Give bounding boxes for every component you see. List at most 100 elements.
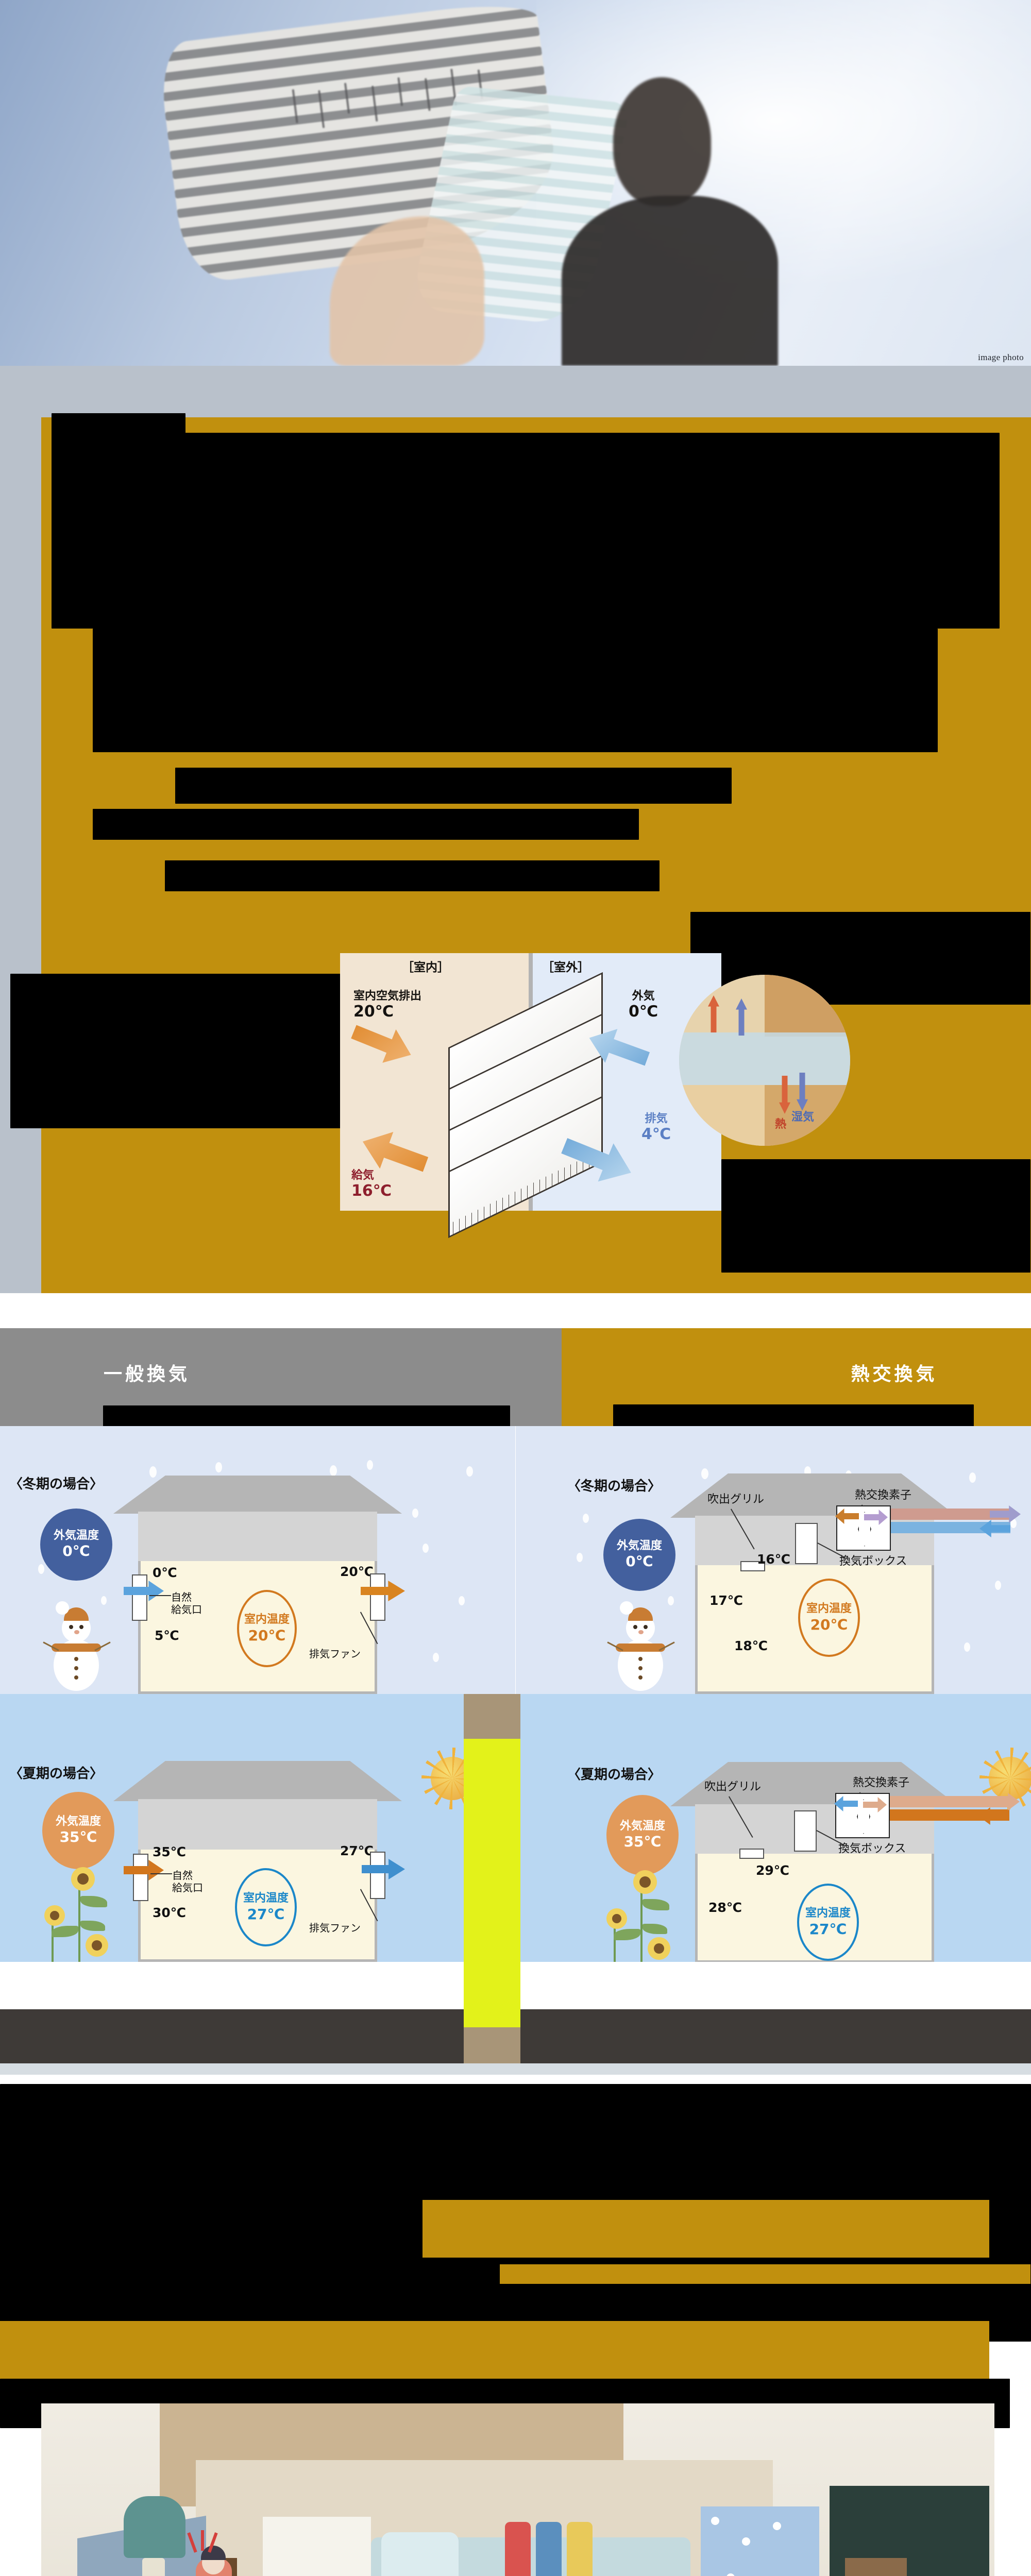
heat-exchange-element-diagram: ［室内］ ［室外］ 室内空気排出 20℃ 外気 0℃ 排気 4℃ 給気 16℃ bbox=[340, 953, 721, 1239]
duct-supply bbox=[891, 1522, 1010, 1533]
outside-temp-label: 外気温度 bbox=[616, 1539, 662, 1552]
winter-heatex-element-name: 熱交換素子 bbox=[855, 1489, 912, 1502]
outside-temp-value: 0℃ bbox=[626, 1553, 653, 1570]
redacted-body-4 bbox=[93, 809, 639, 840]
ventilation-box bbox=[794, 1810, 817, 1852]
outside-temp-label: 外気温度 bbox=[53, 1529, 99, 1542]
outdoor-label: ［室外］ bbox=[542, 961, 589, 974]
summer-heatex-outside-temp-bubble: 外気温度 35℃ bbox=[606, 1795, 679, 1875]
heat-exchange-element bbox=[836, 1505, 891, 1551]
winter-general-diagram: 〈冬期の場合〉 外気温度 0℃ bbox=[0, 1426, 515, 1694]
snowman-icon bbox=[40, 1596, 112, 1691]
exhaust-text: 排気 bbox=[645, 1112, 668, 1125]
inlet-name-line2: 給気口 bbox=[171, 1603, 202, 1616]
redacted-body-1 bbox=[52, 433, 1000, 629]
room-temp-value: 20℃ bbox=[810, 1616, 848, 1634]
divider-yellow-block bbox=[464, 1739, 520, 2027]
outside-air-text: 外気 bbox=[632, 990, 655, 1003]
summer-general-inlet-name: 自然 給気口 bbox=[172, 1869, 203, 1894]
exhaust-fan-unit bbox=[370, 1852, 385, 1899]
indoor-exhaust-temp: 20℃ bbox=[353, 1002, 394, 1021]
summer-heatex-mid-temp: 28℃ bbox=[708, 1900, 742, 1915]
exhaust-fan-unit bbox=[370, 1573, 385, 1621]
room-temp-label: 室内温度 bbox=[244, 1613, 290, 1626]
summer-heatex-diagram: 〈夏期の場合〉 外気温度 35℃ bbox=[516, 1694, 1031, 1962]
summer-general-drop-temp: 30℃ bbox=[153, 1905, 187, 1920]
winter-general-drop-temp: 5℃ bbox=[155, 1628, 179, 1643]
inlet-name-line1: 自然 bbox=[171, 1591, 192, 1603]
redacted-body-6 bbox=[10, 974, 371, 1128]
winter-general-room-temp-oval: 室内温度 20℃ bbox=[237, 1590, 297, 1667]
room-temp-label: 室内温度 bbox=[806, 1602, 852, 1615]
winter-heatex-low-temp: 18℃ bbox=[734, 1638, 768, 1653]
outside-temp-value: 35℃ bbox=[59, 1828, 97, 1846]
room-illustration bbox=[41, 2403, 994, 2576]
supply-grill bbox=[740, 1561, 765, 1571]
summer-heatex-box-name: 換気ボックス bbox=[838, 1842, 906, 1855]
winter-general-inlet-temp: 0℃ bbox=[153, 1565, 177, 1580]
inlet-name-line2: 給気口 bbox=[172, 1882, 203, 1894]
facet-1 bbox=[679, 975, 765, 1037]
outside-temp-value: 0℃ bbox=[62, 1543, 90, 1560]
winter-heatex-box-name: 換気ボックス bbox=[839, 1555, 907, 1568]
supply-label: 給気 16℃ bbox=[351, 1169, 392, 1199]
arrow-humidity-up bbox=[736, 998, 747, 1036]
indoor-label: ［室内］ bbox=[402, 961, 449, 974]
room-temp-value: 27℃ bbox=[809, 1921, 847, 1938]
exhaust-temp: 4℃ bbox=[641, 1125, 671, 1143]
summer-heatex-supply-temp: 29℃ bbox=[756, 1863, 790, 1878]
summer-general-room-temp-oval: 室内温度 27℃ bbox=[235, 1868, 297, 1946]
winter-general-outlet-temp: 20℃ bbox=[340, 1564, 374, 1579]
summer-heatex-room-temp-oval: 室内温度 27℃ bbox=[797, 1884, 859, 1961]
facet-4 bbox=[679, 1085, 765, 1146]
winter-heatex-grill-name: 吹出グリル bbox=[707, 1493, 765, 1506]
summer-general-inlet-temp: 35℃ bbox=[153, 1844, 187, 1859]
house-outline bbox=[113, 1476, 402, 1694]
gold-highlight-2 bbox=[500, 2264, 1030, 2284]
summer-general-fan-name: 排気ファン bbox=[309, 1922, 361, 1934]
divider-top-block bbox=[464, 1694, 520, 1739]
facet-5 bbox=[765, 1085, 850, 1146]
natural-inlet-vent bbox=[132, 1574, 147, 1621]
exhaust-label: 排気 4℃ bbox=[641, 1112, 671, 1143]
snowman-icon bbox=[604, 1596, 677, 1691]
outside-temp-label: 外気温度 bbox=[619, 1819, 665, 1833]
pale-strip bbox=[0, 2063, 1031, 2075]
outside-temp-value: 35℃ bbox=[623, 1833, 662, 1851]
supply-grill bbox=[739, 1849, 764, 1859]
room-scene-section bbox=[0, 2009, 1031, 2576]
gold-highlight-1 bbox=[422, 2200, 989, 2258]
gold-panel bbox=[10, 413, 1031, 1293]
hero-photo: image photo bbox=[0, 0, 1031, 366]
winter-heatex-season-tag: 〈冬期の場合〉 bbox=[567, 1479, 662, 1494]
redacted-body-5 bbox=[165, 860, 660, 891]
summer-heatex-element-name: 熱交換素子 bbox=[853, 1776, 910, 1789]
indoor-exhaust-text: 室内空気排出 bbox=[353, 990, 422, 1003]
natural-inlet-vent bbox=[133, 1854, 148, 1901]
winter-heatex-diagram: 〈冬期の場合〉 外気温度 0℃ bbox=[516, 1426, 1031, 1694]
heat-exchange-element bbox=[835, 1793, 890, 1838]
outside-air-label: 外気 0℃ bbox=[629, 990, 658, 1020]
winter-comparison-row: 〈冬期の場合〉 外気温度 0℃ bbox=[0, 1426, 1031, 1694]
summer-general-season-tag: 〈夏期の場合〉 bbox=[9, 1766, 104, 1782]
heat-label: 熱 bbox=[775, 1118, 787, 1131]
duct-supply bbox=[890, 1796, 1009, 1807]
ventilation-box bbox=[795, 1523, 818, 1564]
winter-heatex-supply-temp: 16℃ bbox=[757, 1552, 791, 1567]
summer-heatex-season-tag: 〈夏期の場合〉 bbox=[567, 1767, 662, 1783]
arrow-humidity-down bbox=[797, 1073, 808, 1111]
comparison-header: 一般換気 熱交換気 bbox=[0, 1328, 1031, 1443]
room-temp-value: 20℃ bbox=[248, 1627, 286, 1645]
humidity-label: 湿気 bbox=[791, 1111, 815, 1124]
general-ventilation-title: 一般換気 bbox=[103, 1364, 190, 1385]
gold-highlight-3 bbox=[0, 2321, 989, 2383]
room-temp-label: 室内温度 bbox=[805, 1906, 851, 1920]
winter-heatex-outside-temp-bubble: 外気温度 0℃ bbox=[603, 1519, 675, 1591]
winter-general-season-tag: 〈冬期の場合〉 bbox=[9, 1477, 104, 1492]
divider-bottom-block bbox=[464, 2027, 520, 2063]
indoor-exhaust-label: 室内空気排出 20℃ bbox=[353, 990, 421, 1020]
outside-temp-label: 外気温度 bbox=[55, 1815, 101, 1828]
winter-heatex-room-temp-oval: 室内温度 20℃ bbox=[798, 1579, 860, 1657]
summer-general-outlet-temp: 27℃ bbox=[340, 1843, 374, 1858]
